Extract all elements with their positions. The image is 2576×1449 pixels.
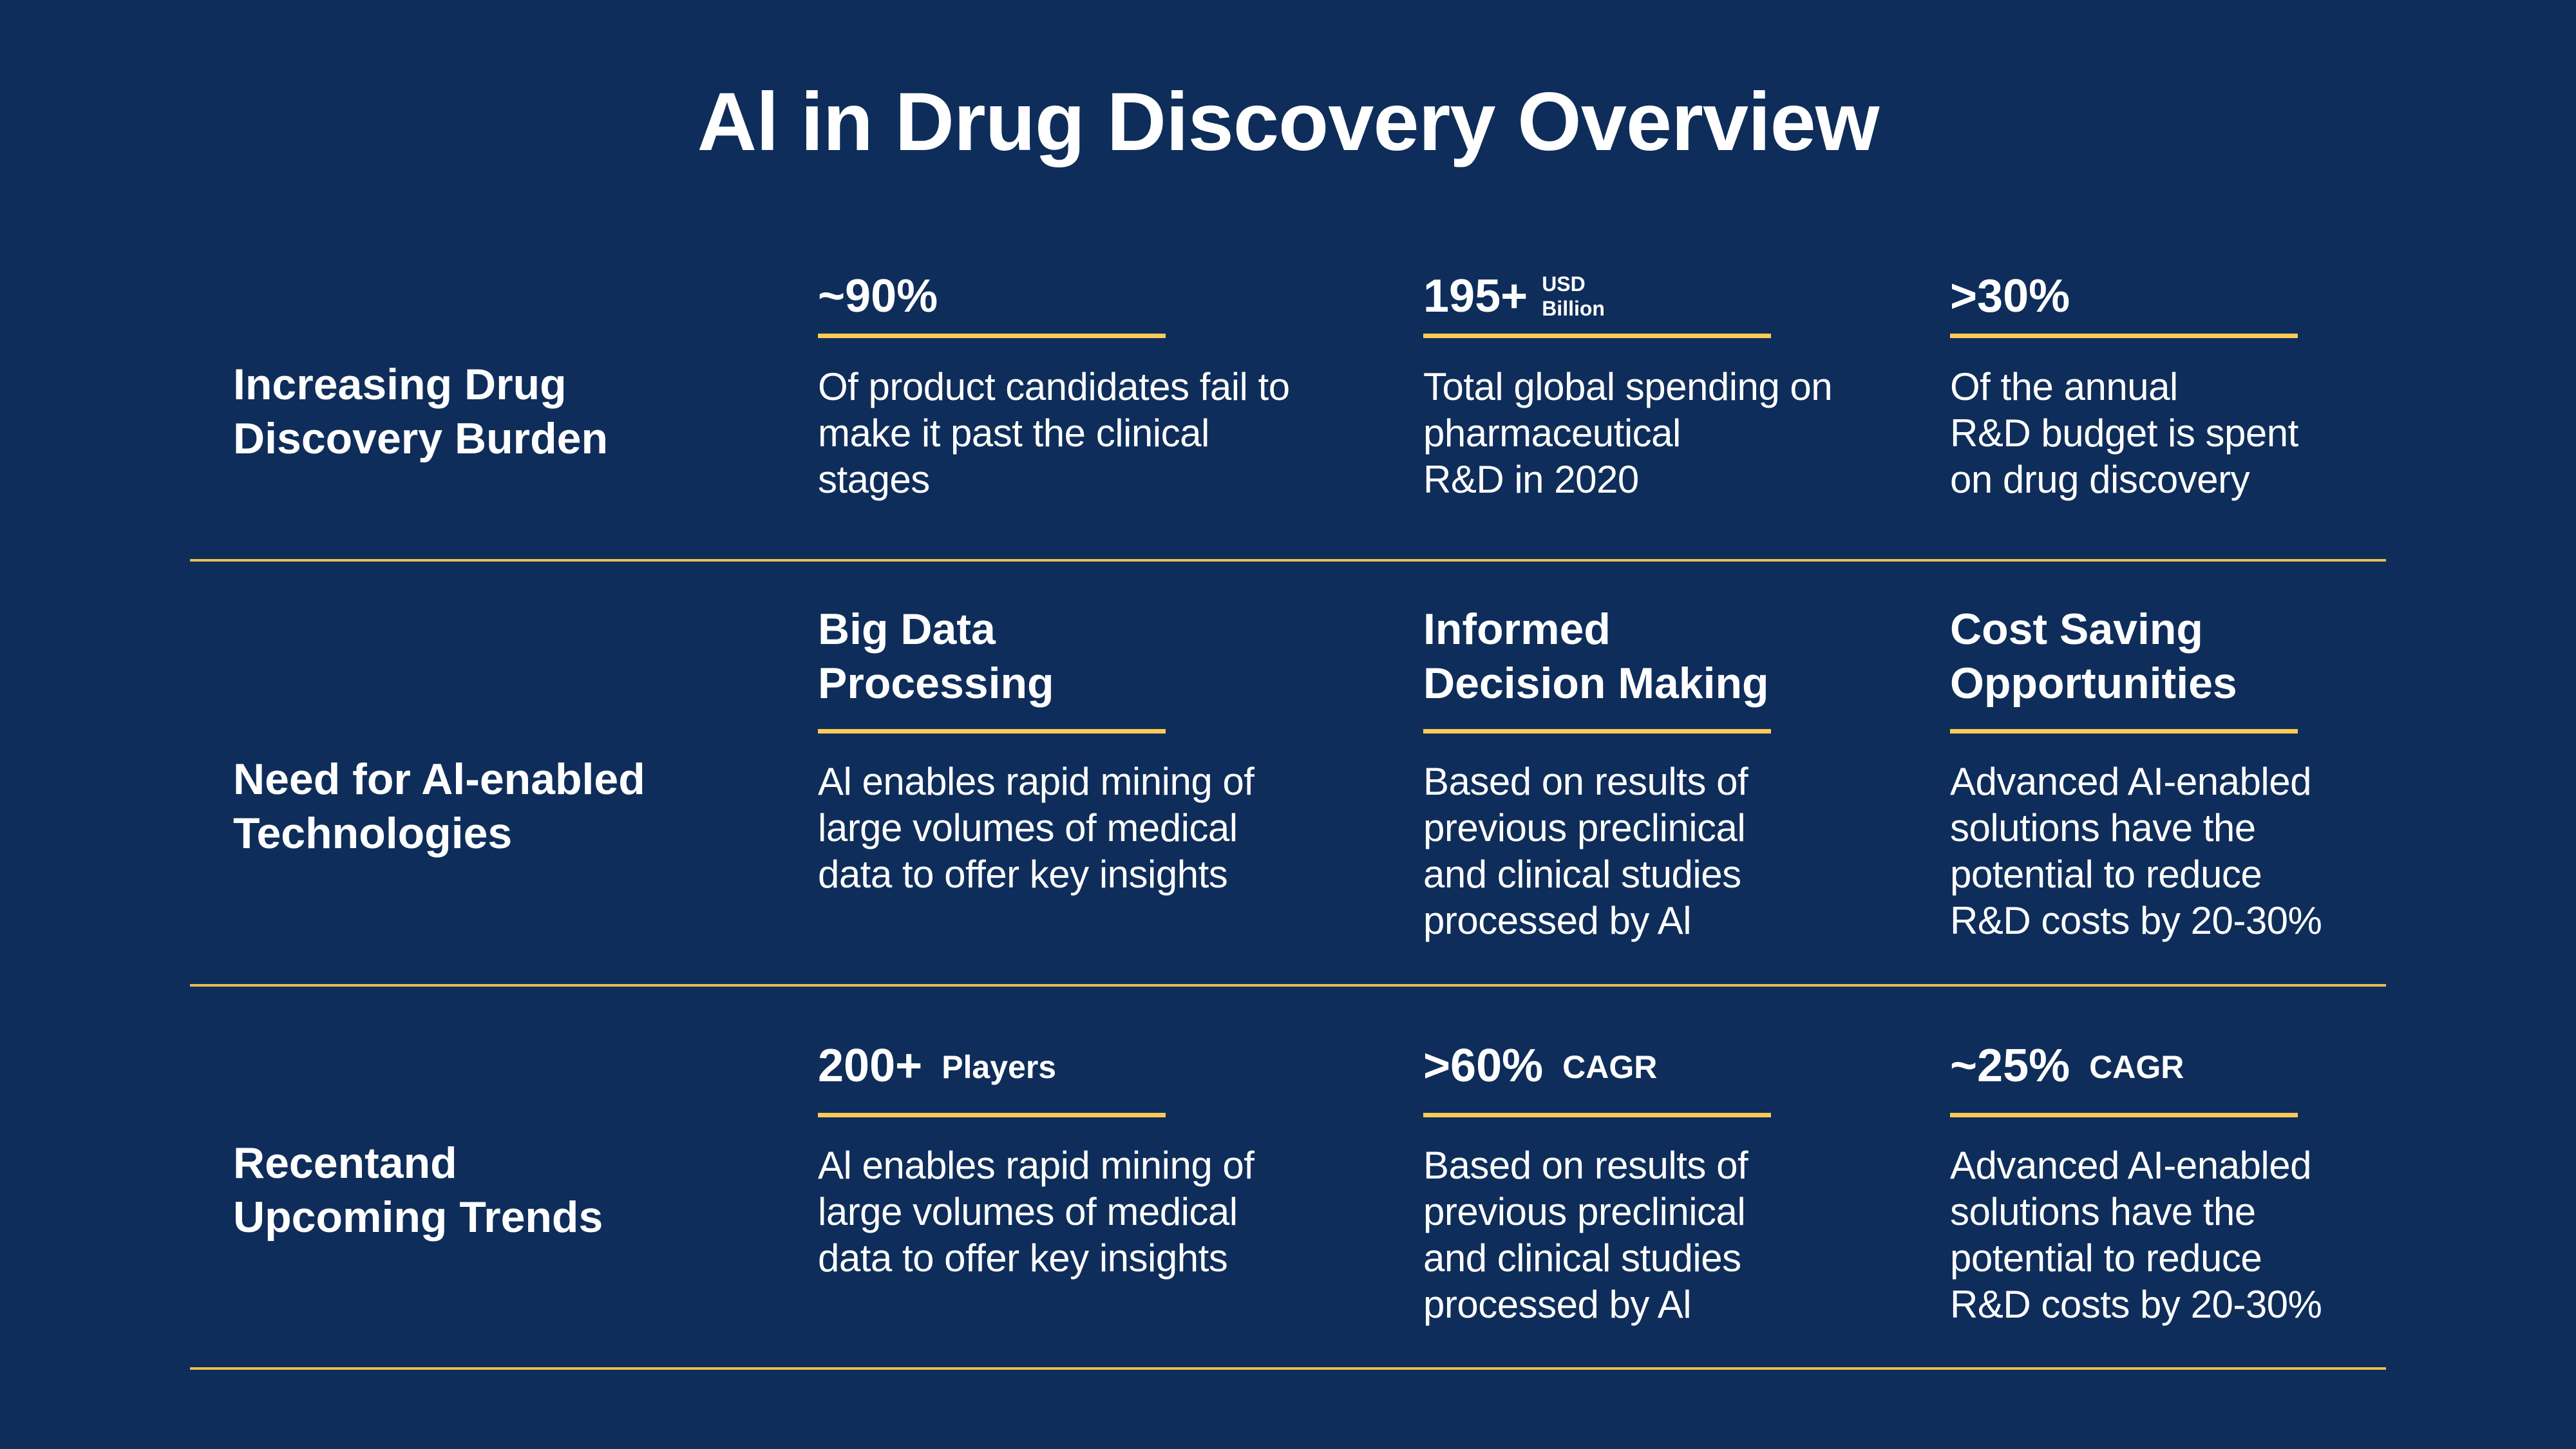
desc-line: Based on results of	[1423, 760, 1748, 803]
desc-line: on drug discovery	[1950, 458, 2250, 501]
row-divider	[190, 1367, 2386, 1370]
desc-line: Total global spending on	[1423, 365, 1833, 408]
desc-line: data to offer key insights	[818, 1236, 1228, 1280]
desc-line: large volumes of medical	[818, 1190, 1238, 1233]
desc-line: Al enables rapid mining of	[818, 1144, 1255, 1187]
gold-underline	[1950, 334, 2298, 338]
row-label-ai-technologies: Need for Al-enabled Technologies	[233, 752, 735, 860]
desc-line: R&D costs by 20-30%	[1950, 1283, 2322, 1326]
heading-line: Decision Making	[1423, 659, 1769, 708]
gold-underline	[1950, 1113, 2298, 1117]
feature-description: Advanced AI-enabled solutions have the p…	[1950, 759, 2452, 944]
desc-line: Al enables rapid mining of	[818, 760, 1255, 803]
row-label-line: Upcoming Trends	[233, 1193, 603, 1242]
stat-description: Of the annual R&D budget is spent on dru…	[1950, 364, 2452, 503]
row-divider	[190, 984, 2386, 987]
stat-description: Al enables rapid mining of large volumes…	[818, 1142, 1320, 1282]
unit-line: USD	[1542, 272, 1586, 296]
heading-line: Big Data	[818, 605, 996, 654]
stat-description: Based on results of previous preclinical…	[1423, 1142, 1926, 1328]
desc-line: data to offer key insights	[818, 853, 1228, 896]
desc-line: processed by Al	[1423, 899, 1692, 942]
gold-underline	[818, 334, 1166, 338]
stat-value: ~90%	[818, 270, 938, 322]
row-label-line: Need for Al-enabled	[233, 755, 645, 804]
desc-line: R&D budget is spent	[1950, 412, 2298, 455]
desc-line: solutions have the	[1950, 806, 2256, 849]
desc-line: previous preclinical	[1423, 806, 1746, 849]
stat-unit: Players	[942, 1049, 1057, 1086]
row-label-line: Technologies	[233, 809, 513, 858]
row-label-line: Increasing Drug	[233, 360, 567, 409]
gold-underline	[818, 1113, 1166, 1117]
feature-heading: Cost Saving Opportunities	[1950, 602, 2237, 710]
heading-line: Informed	[1423, 605, 1611, 654]
desc-line: pharmaceutical	[1423, 412, 1681, 455]
stat-description: Total global spending on pharmaceutical …	[1423, 364, 1926, 503]
desc-line: make it past the clinical	[818, 412, 1209, 455]
heading-line: Processing	[818, 659, 1054, 708]
row-label-line: Discovery Burden	[233, 414, 608, 463]
row-label-line: Recentand	[233, 1139, 457, 1188]
feature-heading: Big Data Processing	[818, 602, 1054, 710]
desc-line: Advanced AI-enabled	[1950, 760, 2311, 803]
desc-line: potential to reduce	[1950, 853, 2262, 896]
stat-value: 200+	[818, 1040, 923, 1092]
desc-line: Advanced AI-enabled	[1950, 1144, 2311, 1187]
stat-value: 195+	[1423, 270, 1528, 322]
desc-line: and clinical studies	[1423, 853, 1741, 896]
desc-line: Of the annual	[1950, 365, 2178, 408]
desc-line: Of product candidates fail to	[818, 365, 1290, 408]
desc-line: large volumes of medical	[818, 806, 1238, 849]
feature-description: Al enables rapid mining of large volumes…	[818, 759, 1320, 898]
page-title: Al in Drug Discovery Overview	[697, 76, 1880, 168]
stat-unit: CAGR	[1562, 1049, 1658, 1086]
stat-value-wrap: >60% CAGR	[1423, 1040, 1657, 1093]
heading-line: Cost Saving	[1950, 605, 2203, 654]
gold-underline	[818, 729, 1166, 734]
gold-underline	[1423, 1113, 1771, 1117]
row-divider	[190, 559, 2386, 562]
gold-underline	[1423, 729, 1771, 734]
desc-line: stages	[818, 458, 930, 501]
gold-underline	[1423, 334, 1771, 338]
row-label-trends: Recentand Upcoming Trends	[233, 1136, 735, 1244]
desc-line: solutions have the	[1950, 1190, 2256, 1233]
desc-line: R&D in 2020	[1423, 458, 1639, 501]
desc-line: processed by Al	[1423, 1283, 1692, 1326]
desc-line: previous preclinical	[1423, 1190, 1746, 1233]
desc-line: and clinical studies	[1423, 1236, 1741, 1280]
desc-line: potential to reduce	[1950, 1236, 2262, 1280]
desc-line: Based on results of	[1423, 1144, 1748, 1187]
stat-value: ~25%	[1950, 1040, 2070, 1092]
stat-unit: CAGR	[2089, 1049, 2184, 1086]
stat-description: Advanced AI-enabled solutions have the p…	[1950, 1142, 2452, 1328]
stat-description: Of product candidates fail to make it pa…	[818, 364, 1320, 503]
stat-value: >60%	[1423, 1040, 1544, 1092]
gold-underline	[1950, 729, 2298, 734]
feature-description: Based on results of previous preclinical…	[1423, 759, 1926, 944]
row-label-drug-discovery-burden: Increasing Drug Discovery Burden	[233, 357, 735, 466]
unit-line: Billion	[1542, 297, 1605, 320]
desc-line: R&D costs by 20-30%	[1950, 899, 2322, 942]
stat-value-wrap: 200+ Players	[818, 1040, 1056, 1093]
stat-value-wrap: ~25% CAGR	[1950, 1040, 2184, 1093]
feature-heading: Informed Decision Making	[1423, 602, 1769, 710]
heading-line: Opportunities	[1950, 659, 2237, 708]
stat-value: >30%	[1950, 270, 2070, 322]
